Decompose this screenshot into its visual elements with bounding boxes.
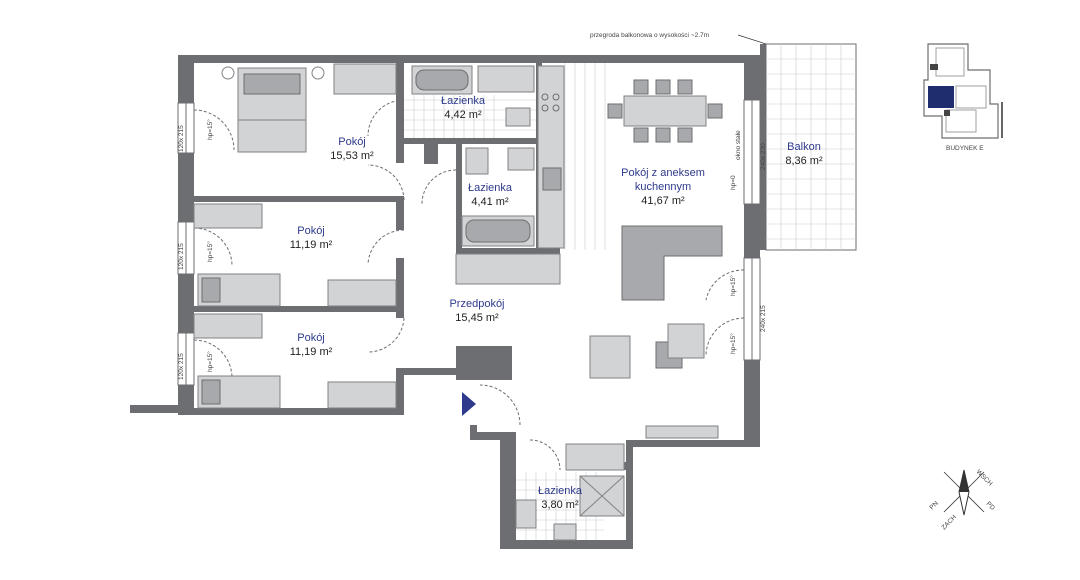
compass-west-label: ZACH [940,514,958,532]
room-area-bedroom-3: 11,19 m² [290,346,333,358]
room-labels: Pokój 15,53 m² Łazienka 4,42 m² Łazienka… [290,95,823,511]
window-sill-6: hp=15° [729,333,737,354]
room-name-bedroom-3: Pokój [297,332,325,344]
room-name-living-kitchen-line2: kuchennym [635,181,691,193]
windows [177,99,761,386]
room-area-bedroom-2: 11,19 m² [290,239,333,251]
room-area-bathroom-3: 3,80 m² [541,499,579,511]
window-size-1: 120x 215 [178,125,185,152]
room-name-bathroom-2: Łazienka [468,182,513,194]
room-area-bathroom-1: 4,42 m² [444,109,482,121]
room-name-balcony: Balkon [787,141,821,153]
room-area-hallway: 15,45 m² [455,312,499,324]
room-name-bedroom-1: Pokój [338,136,366,148]
balcony-partition-note: przegroda balkonowa o wysokości ~2.7m [590,32,709,39]
room-name-bathroom-3: Łazienka [538,485,583,497]
window-sill-5: hp=15° [729,275,737,296]
room-name-living-kitchen: Pokój z aneksem [621,167,705,179]
window-sill-2: hp=15° [206,241,214,262]
window-size-2: 120x 215 [178,243,185,270]
window-size-5: 240x 215 [760,305,767,332]
room-name-hallway: Przedpokój [449,298,504,310]
compass-north-label: PN [928,500,940,512]
room-area-living-kitchen: 41,67 m² [641,195,685,207]
building-key-plan: BUDYNEK E [923,43,1003,152]
window-sill-4: hp=0 [730,175,737,190]
room-area-bedroom-1: 15,53 m² [330,150,374,162]
window-size-4: 240x 230 [760,143,767,170]
compass-south-label: PD [985,500,997,512]
room-name-bedroom-2: Pokój [297,225,325,237]
room-name-bathroom-1: Łazienka [441,95,486,107]
window-sill-3: hp=15° [206,351,214,372]
compass: WSCH PD ZACH PN [928,468,996,531]
annotations: przegroda balkonowa o wysokości ~2.7m ok… [178,32,767,380]
window-size-3: 120x 215 [178,353,185,380]
kitchen-tiles [564,62,606,250]
building-label: BUDYNEK E [946,145,984,152]
furniture [193,63,723,541]
fixed-window-note: okno stałe [735,130,742,160]
door-swings [193,99,745,471]
entrance-arrow-icon [462,392,476,416]
window-sill-1: hp=15° [206,119,214,140]
balcony [760,43,857,251]
room-area-balcony: 8,36 m² [785,155,823,167]
room-area-bathroom-2: 4,41 m² [471,196,509,208]
